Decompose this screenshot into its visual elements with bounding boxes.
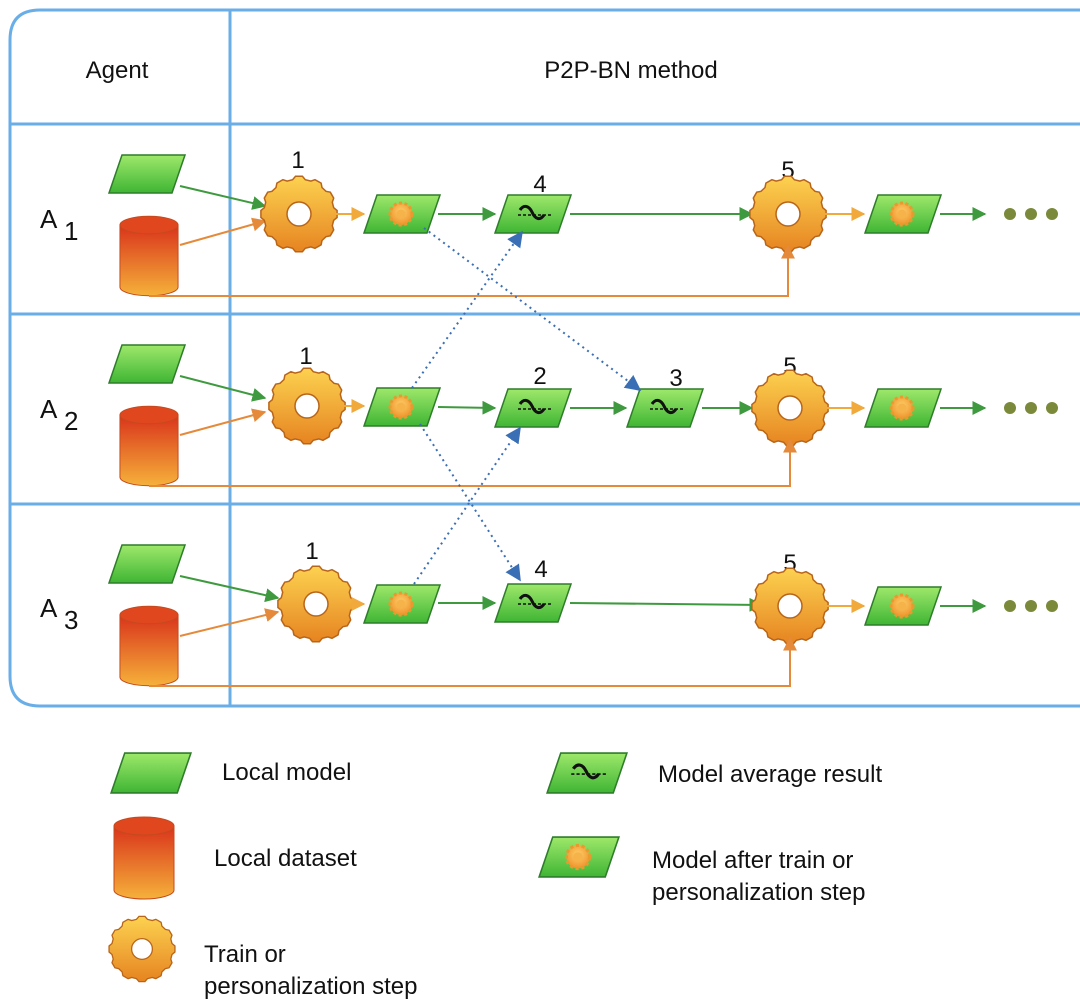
averaged-model-icon	[493, 193, 573, 235]
legend-local-dataset: Local dataset	[214, 845, 357, 872]
legend-train-line2: personalization step	[204, 973, 417, 1000]
train-step-gear-icon	[268, 367, 346, 445]
agent-3-index: 3	[64, 605, 78, 635]
model-exchange-arrows	[411, 227, 642, 585]
diagram-frame	[8, 8, 1080, 708]
local-model-icon	[108, 544, 186, 584]
trained-model-icon	[362, 386, 442, 428]
step-number: 2	[533, 363, 546, 390]
train-step-legend-gear-icon	[108, 915, 176, 983]
local-model-icon	[108, 154, 186, 194]
trained-model-icon	[863, 387, 943, 429]
averaged-model-icon	[493, 387, 573, 429]
train-step-gear-icon	[751, 567, 829, 645]
averaged-model-icon	[493, 582, 573, 624]
agent-1-index: 1	[64, 216, 78, 246]
agent-2-letter: A	[40, 394, 58, 424]
agent-row-1: A 1 1 4 5	[40, 147, 1058, 297]
averaged-model-legend-icon	[545, 751, 629, 795]
step-number: 3	[669, 365, 682, 392]
local-model-legend-icon	[110, 752, 192, 794]
averaged-model-icon	[625, 387, 705, 429]
trained-model-icon	[362, 583, 442, 625]
legend-after-line2: personalization step	[652, 879, 865, 906]
agent-1-letter: A	[40, 204, 58, 234]
trained-model-icon	[362, 193, 442, 235]
local-dataset-legend-icon	[113, 816, 175, 900]
step-number: 4	[533, 171, 546, 198]
step-number: 1	[299, 343, 312, 370]
local-dataset-icon	[119, 605, 179, 687]
continuation-dots	[1004, 402, 1058, 414]
train-step-gear-icon	[749, 175, 827, 253]
trained-model-icon	[863, 193, 943, 235]
local-model-icon	[108, 344, 186, 384]
step-number: 4	[534, 556, 547, 583]
local-dataset-icon	[119, 405, 179, 487]
trained-model-icon	[863, 585, 943, 627]
legend-local-model: Local model	[222, 759, 351, 786]
continuation-dots	[1004, 600, 1058, 612]
agent-column-header: Agent	[86, 57, 149, 84]
train-step-gear-icon	[260, 175, 338, 253]
train-step-gear-icon	[277, 565, 355, 643]
agent-3-letter: A	[40, 593, 58, 623]
trained-model-legend-icon	[537, 835, 621, 879]
legend-after-line1: Model after train or	[652, 847, 853, 874]
continuation-dots	[1004, 208, 1058, 220]
legend: Local model Local dataset Train or perso…	[108, 751, 882, 1000]
legend-train-line1: Train or	[204, 941, 286, 968]
local-dataset-icon	[119, 215, 179, 297]
agent-row-2: A 2 1 2 3 5	[40, 343, 1058, 487]
legend-avg-result: Model average result	[658, 761, 882, 788]
method-column-header: P2P-BN method	[544, 57, 717, 84]
step-number: 1	[305, 538, 318, 565]
agent-row-3: A 3 1 4 5	[40, 538, 1058, 687]
step-number: 1	[291, 147, 304, 174]
agent-2-index: 2	[64, 406, 78, 436]
train-step-gear-icon	[751, 369, 829, 447]
